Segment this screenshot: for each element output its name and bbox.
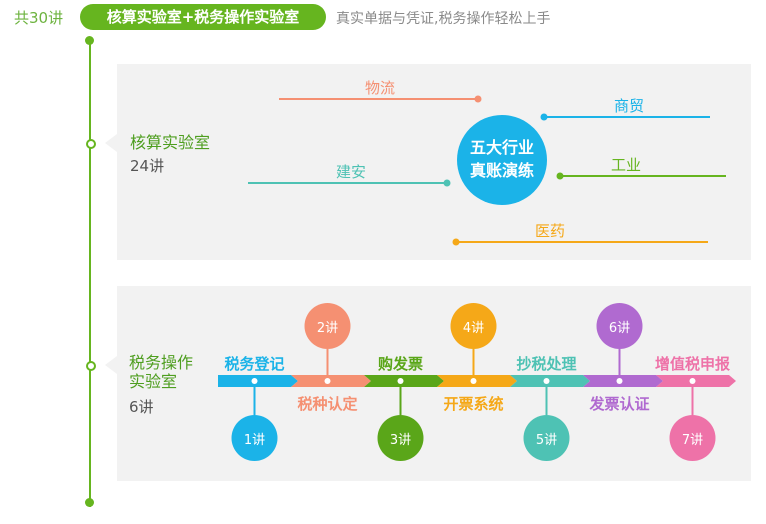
timeline-line xyxy=(89,40,91,507)
step-label-3: 购发票 xyxy=(377,355,424,373)
lecture-label-7: 7讲 xyxy=(681,433,704,448)
process-node-1 xyxy=(251,378,258,384)
industry-label-yiyao: 医药 xyxy=(535,222,566,240)
step-label-1: 税务登记 xyxy=(224,355,285,373)
lecture-label-4: 4讲 xyxy=(462,321,485,336)
lecture-label-1: 1讲 xyxy=(243,433,266,448)
process-node-3 xyxy=(397,378,404,384)
process-segment-2 xyxy=(291,375,371,387)
tax-lab-title-line1: 税务操作 xyxy=(129,353,194,372)
process-segment-5 xyxy=(510,375,590,387)
lecture-label-5: 5讲 xyxy=(535,433,558,448)
timeline-end-dot xyxy=(85,498,94,507)
step-label-4: 开票系统 xyxy=(443,395,504,413)
industry-label-shangmao: 商贸 xyxy=(614,97,645,115)
hub-text-line1: 五大行业 xyxy=(470,138,534,157)
lecture-circle-6 xyxy=(596,303,643,349)
timeline-start-dot xyxy=(85,36,94,45)
accounting-lab-panel xyxy=(117,64,751,260)
step-label-2: 税种认定 xyxy=(297,395,358,413)
lecture-circle-2 xyxy=(304,303,351,349)
industry-dot-wuliu xyxy=(474,95,482,103)
lecture-circle-4 xyxy=(450,303,497,349)
tax-lab-title-line2: 实验室 xyxy=(129,372,178,391)
lecture-label-2: 2讲 xyxy=(316,321,339,336)
accounting-lab-title: 核算实验室 xyxy=(130,133,211,152)
industry-dot-jianan xyxy=(443,179,451,187)
process-segment-7 xyxy=(656,375,736,387)
process-segment-1 xyxy=(218,375,298,387)
process-segment-3 xyxy=(364,375,444,387)
hub-text-line2: 真账演练 xyxy=(470,161,534,180)
industry-dot-shangmao xyxy=(540,113,548,121)
process-node-5 xyxy=(543,378,550,384)
process-segment-6 xyxy=(583,375,663,387)
industry-dot-yiyao xyxy=(452,238,460,246)
industry-label-wuliu: 物流 xyxy=(365,79,396,97)
course-title-badge: 核算实验室+税务操作实验室 xyxy=(80,4,326,30)
accounting-lab-marker xyxy=(86,139,96,149)
tax-lab-count: 6讲 xyxy=(129,398,154,416)
tax-lab-marker xyxy=(86,361,96,371)
accounting-lab-count: 24讲 xyxy=(130,157,165,175)
industry-dot-gongye xyxy=(556,172,564,180)
industry-label-gongye: 工业 xyxy=(611,156,642,174)
step-label-7: 增值税申报 xyxy=(654,355,731,373)
course-subtitle: 真实单据与凭证,税务操作轻松上手 xyxy=(336,11,551,27)
lecture-label-3: 3讲 xyxy=(389,433,412,448)
industry-hub-circle xyxy=(457,115,547,205)
lecture-circle-7 xyxy=(669,415,716,461)
process-node-2 xyxy=(324,378,331,384)
lecture-label-6: 6讲 xyxy=(608,321,631,336)
step-label-6: 发票认证 xyxy=(589,395,650,413)
industry-label-jianan: 建安 xyxy=(336,163,367,181)
lecture-circle-1 xyxy=(231,415,278,461)
step-label-5: 抄税处理 xyxy=(516,355,577,373)
tax-lab-pointer xyxy=(105,356,117,374)
process-node-6 xyxy=(616,378,623,384)
process-segment-4 xyxy=(437,375,517,387)
lecture-circle-5 xyxy=(523,415,570,461)
accounting-lab-pointer xyxy=(105,134,117,152)
total-lectures: 共30讲 xyxy=(14,9,64,27)
lecture-circle-3 xyxy=(377,415,424,461)
process-node-4 xyxy=(470,378,477,384)
process-node-7 xyxy=(689,378,696,384)
